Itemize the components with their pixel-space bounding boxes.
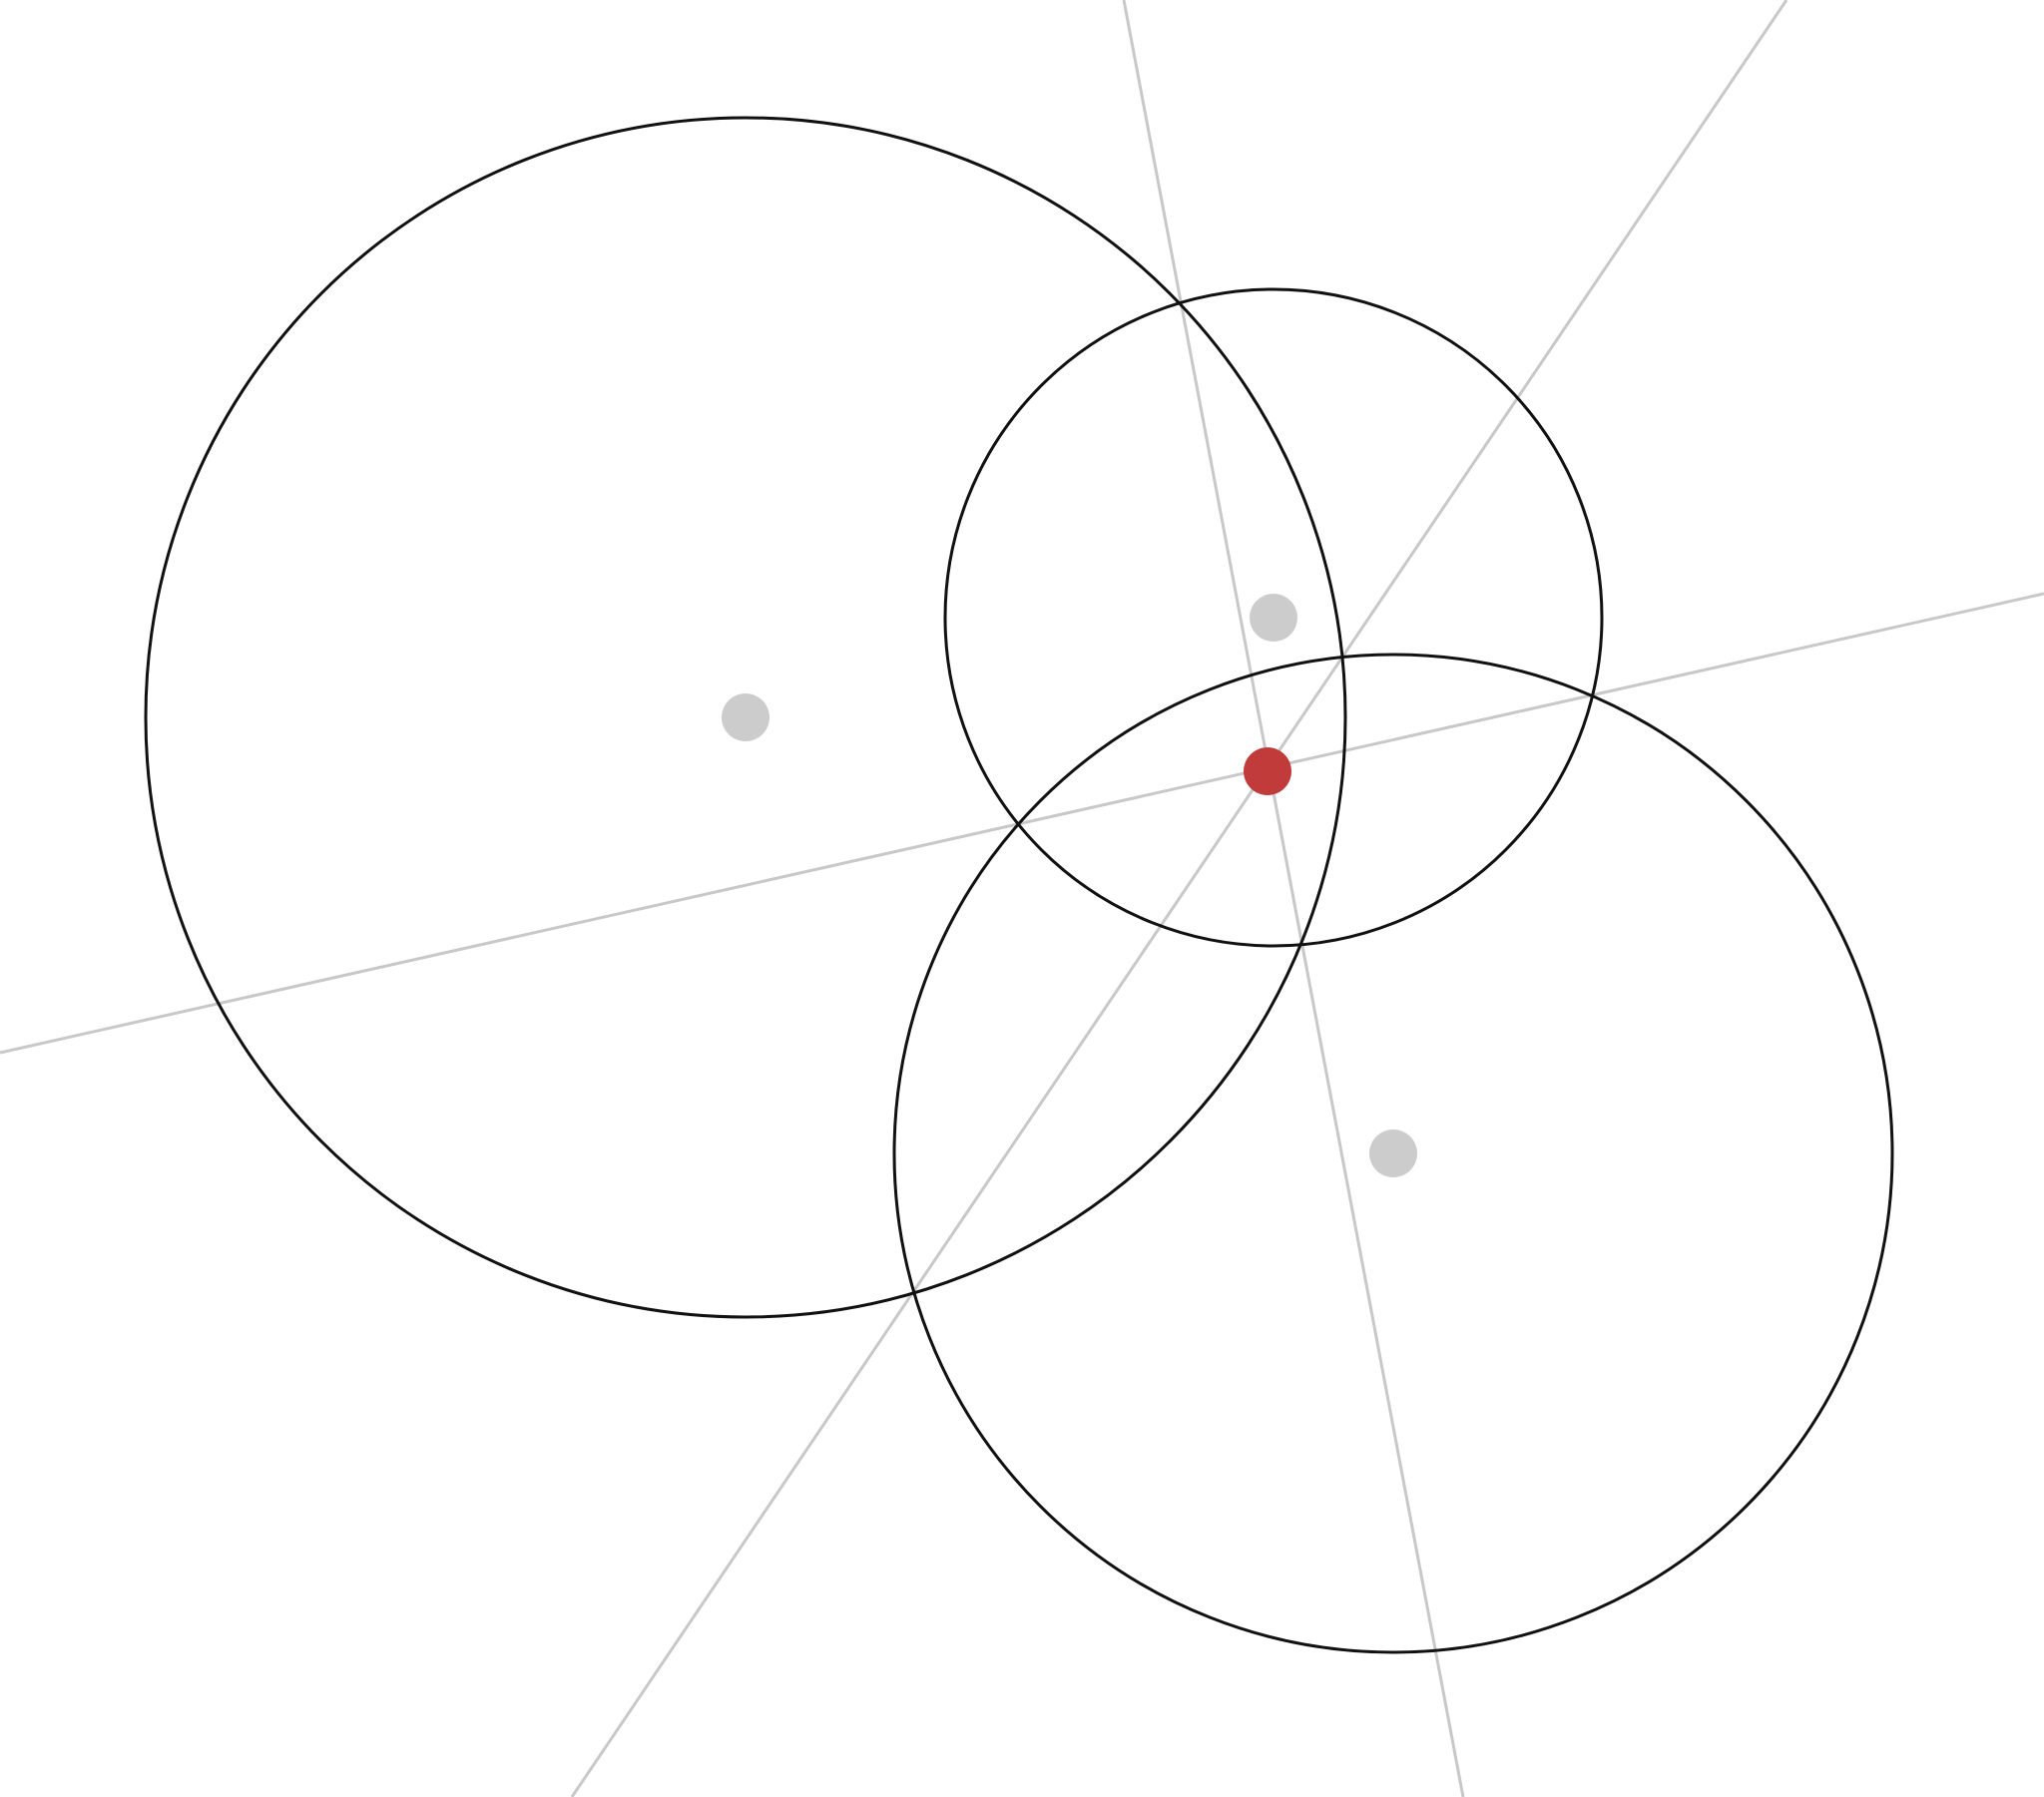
circles (144, 116, 1894, 1654)
radical-axis-large-small (1122, 0, 1465, 1797)
bottom-circle (892, 653, 1894, 1654)
bottom-circle-center-dot (1369, 1129, 1417, 1177)
small-circle (943, 287, 1604, 948)
large-circle-center-dot (722, 693, 769, 741)
radical-axis-small-bottom (570, 0, 1788, 1797)
small-circle-center-dot (1250, 594, 1297, 642)
radical-center-dot (1244, 747, 1291, 795)
large-circle (144, 116, 1347, 1319)
radical-axis-large-bottom (0, 592, 2044, 1055)
circle-centers (722, 594, 1417, 1177)
